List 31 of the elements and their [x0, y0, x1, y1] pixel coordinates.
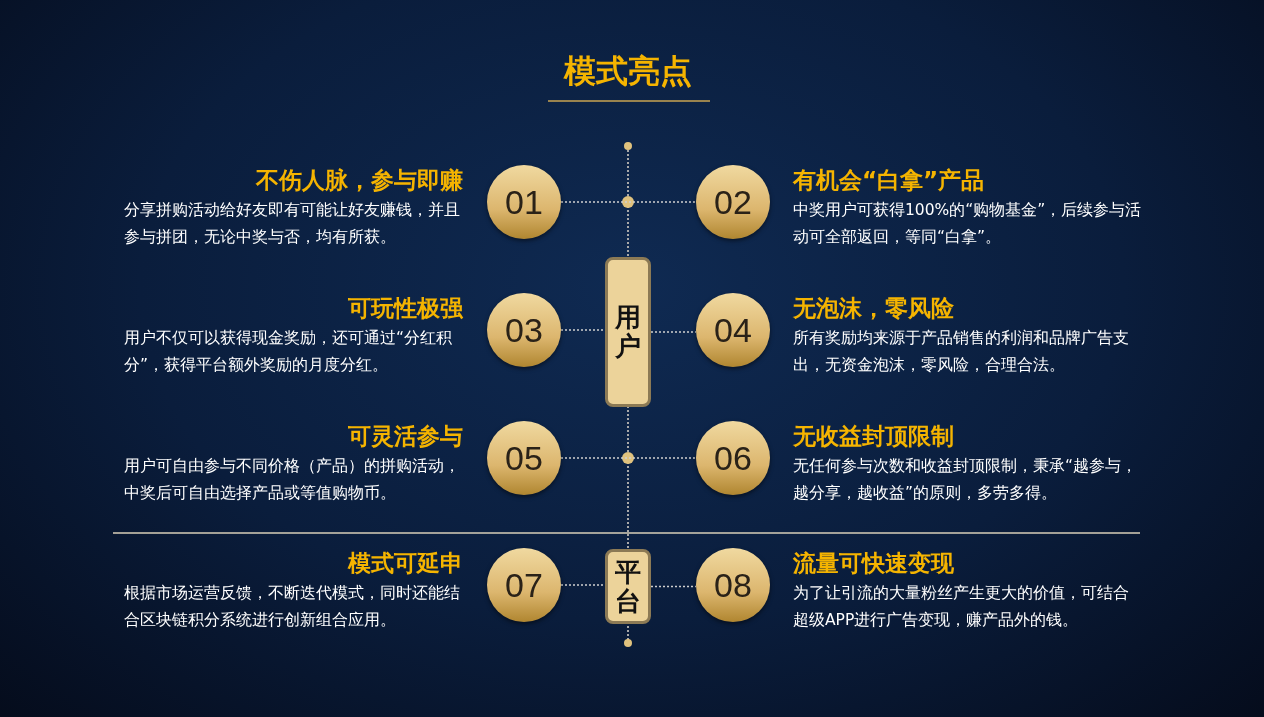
item-description: 所有奖励均来源于产品销售的利润和品牌广告支出，无资金泡沫，零风险，合理合法。	[793, 328, 1130, 376]
item-description: 无任何参与次数和收益封顶限制，秉承“越参与，越分享，越收益”的原则，多劳多得。	[793, 456, 1139, 504]
number-circle: 04	[696, 293, 770, 367]
number-circle: 07	[487, 548, 561, 622]
item-description: 用户不仅可以获得现金奖励，还可通过“分红积分”，获得平台额外奖励的月度分红。	[124, 328, 454, 376]
connector-line	[560, 457, 697, 459]
item-heading: 不伤人脉，参与即赚	[256, 166, 463, 195]
item-heading: 模式可延申	[348, 549, 463, 578]
item-description: 用户可自由参与不同价格（产品）的拼购活动，中奖后可自由选择产品或等值购物币。	[124, 456, 461, 504]
item-description: 分享拼购活动给好友即有可能让好友赚钱，并且参与拼团，无论中奖与否，均有所获。	[124, 200, 461, 248]
category-tab: 用户	[605, 257, 651, 407]
connector-line	[560, 201, 697, 203]
item-heading: 可灵活参与	[348, 422, 463, 451]
connector-line	[560, 584, 606, 586]
number-circle: 02	[696, 165, 770, 239]
item-description: 根据市场运营反馈，不断迭代模式，同时还能结合区块链积分系统进行创新组合应用。	[124, 583, 461, 631]
item-heading: 无泡沫，零风险	[793, 294, 954, 323]
item-description: 中奖用户可获得100%的“购物基金”，后续参与活动可全部返回，等同“白拿”。	[793, 200, 1143, 248]
item-heading: 有机会“白拿”产品	[793, 166, 985, 195]
number-circle: 03	[487, 293, 561, 367]
item-description: 为了让引流的大量粉丝产生更大的价值，可结合超级APP进行广告变现，赚产品外的钱。	[793, 583, 1130, 631]
number-circle: 06	[696, 421, 770, 495]
category-tab: 平台	[605, 549, 651, 624]
number-circle: 05	[487, 421, 561, 495]
item-heading: 流量可快速变现	[793, 549, 954, 578]
title: 模式亮点	[562, 51, 693, 92]
number-circle: 01	[487, 165, 561, 239]
connector-line	[560, 329, 606, 331]
number-circle: 08	[696, 548, 770, 622]
item-heading: 可玩性极强	[348, 294, 463, 323]
item-heading: 无收益封顶限制	[793, 422, 954, 451]
